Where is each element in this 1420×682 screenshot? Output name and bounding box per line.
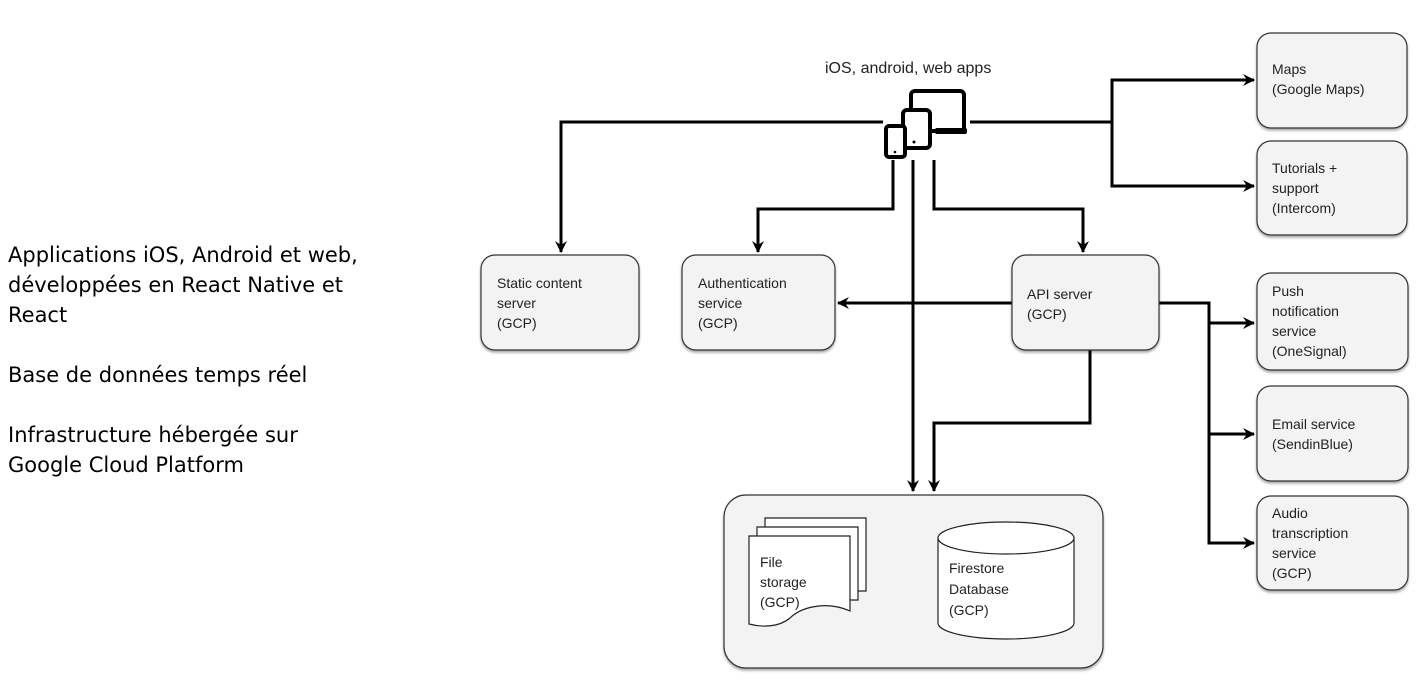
svg-text:Static content server: Static content server (GCP) <box>497 275 586 331</box>
node-label-line: Static content <box>497 275 582 291</box>
node-label-line: support <box>1272 180 1319 196</box>
svg-text:Authentication service: Authentication service (GCP) <box>698 275 791 331</box>
node-label-line: transcription <box>1272 525 1348 541</box>
file-storage-label: File storage (GCP) <box>760 554 811 610</box>
node-api-server[interactable]: API server (GCP) <box>1011 254 1160 351</box>
svg-text:Email service (SendinBlu: Email service (SendinBlue) <box>1272 416 1359 452</box>
clients-label: iOS, android, web apps <box>825 60 991 77</box>
node-label-line: service <box>1272 545 1317 561</box>
node-label-line: (GCP) <box>1272 565 1312 581</box>
node-label-line: Authentication <box>698 275 787 291</box>
edge-api-email <box>1207 323 1255 440</box>
node-email-service[interactable]: Email service (SendinBlue) <box>1256 385 1409 482</box>
node-label-line: (Google Maps) <box>1272 81 1365 97</box>
edges <box>555 74 1255 549</box>
edge-api-push <box>1159 301 1255 329</box>
svg-text:Maps (Google Maps): Maps (Google Maps) <box>1272 61 1365 97</box>
caption-apps: Applications iOS, Android et web, dévelo… <box>8 243 358 327</box>
edge-api-audio <box>1207 434 1255 549</box>
caption: Applications iOS, Android et web, dévelo… <box>8 240 378 510</box>
database-cylinder-icon <box>937 521 1075 640</box>
node-label-line: notification <box>1272 303 1339 319</box>
phone-icon <box>884 124 907 159</box>
node-label-line: server <box>497 295 536 311</box>
node-label-line: service <box>698 295 743 311</box>
node-storage-container[interactable]: File storage (GCP) Firestore Database (G… <box>723 494 1104 669</box>
node-label-line: (GCP) <box>1027 306 1067 322</box>
node-tutorials-support[interactable]: Tutorials + support (Intercom) <box>1256 140 1408 236</box>
laptop-base <box>935 128 967 134</box>
node-label-line: (GCP) <box>698 315 738 331</box>
node-audio-transcription-service[interactable]: Audio transcription service (GCP) <box>1256 495 1409 591</box>
tablet-icon <box>901 108 932 150</box>
edge-clients-static <box>555 120 883 253</box>
devices-icon <box>884 89 967 159</box>
node-authentication-service[interactable]: Authentication service (GCP) <box>681 254 836 351</box>
node-label-line: (GCP) <box>497 315 537 331</box>
svg-text:Tutorials + support: Tutorials + support (Intercom) <box>1272 160 1341 216</box>
svg-text:Push notification: Push notification service (OneSignal) <box>1272 283 1347 359</box>
node-label-line: API server <box>1027 286 1093 302</box>
edge-clients-auth <box>752 160 895 253</box>
edge-clients-api <box>932 160 1089 253</box>
svg-text:Audio transcription: Audio transcription service (GCP) <box>1272 505 1352 581</box>
file-storage-icon <box>748 517 867 627</box>
node-label-line: Email service <box>1272 416 1355 432</box>
node-label-line: Push <box>1272 283 1304 299</box>
firestore-label: Firestore Database (GCP) <box>949 560 1013 618</box>
svg-text:API server (GCP): API server (GCP) <box>1027 286 1096 322</box>
edge-clients-maps <box>970 74 1255 124</box>
node-label-line: (Intercom) <box>1272 200 1336 216</box>
node-maps[interactable]: Maps (Google Maps) <box>1256 32 1408 129</box>
node-static-content-server[interactable]: Static content server (GCP) <box>480 254 640 351</box>
caption-infrastructure: Infrastructure hébergée sur Google Cloud… <box>8 423 298 477</box>
node-push-notification-service[interactable]: Push notification service (OneSignal) <box>1256 272 1409 371</box>
node-label-line: Tutorials + <box>1272 160 1337 176</box>
node-label-line: Maps <box>1272 61 1306 77</box>
edge-api-storage <box>928 350 1092 492</box>
node-label-line: Audio <box>1272 505 1308 521</box>
edge-clients-tutorials <box>1110 122 1255 192</box>
caption-database: Base de données temps réel <box>8 363 308 387</box>
node-label-line: (SendinBlue) <box>1272 436 1353 452</box>
node-label-line: (OneSignal) <box>1272 343 1347 359</box>
node-label-line: service <box>1272 323 1317 339</box>
